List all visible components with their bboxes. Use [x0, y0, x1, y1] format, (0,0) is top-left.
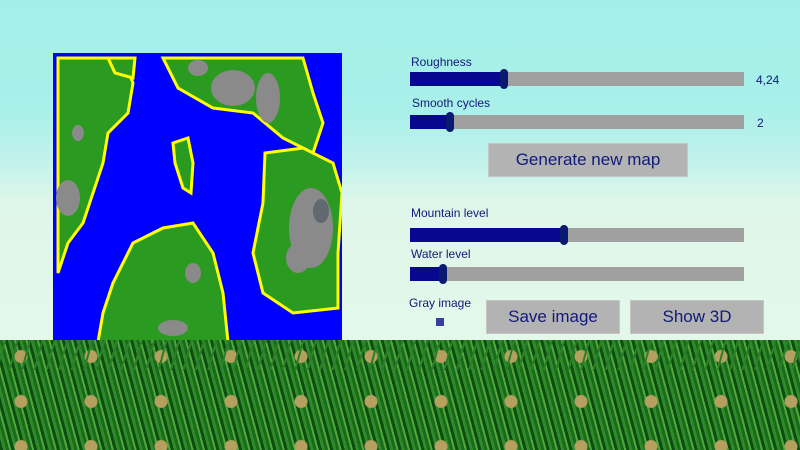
roughness-slider[interactable] [410, 69, 744, 89]
water-level-slider[interactable] [410, 264, 744, 284]
height-map-image [53, 53, 342, 342]
generate-new-map-button[interactable]: Generate new map [488, 143, 688, 177]
gray-image-label: Gray image [409, 296, 472, 310]
water-level-slider-thumb[interactable] [439, 264, 448, 284]
water-level-label: Water level [411, 247, 471, 261]
mountain-level-label: Mountain level [411, 206, 489, 220]
smooth-cycles-label: Smooth cycles [412, 96, 491, 110]
mountain-level-slider[interactable] [410, 225, 744, 245]
roughness-slider-thumb[interactable] [499, 69, 508, 89]
roughness-value: 4,24 [756, 73, 780, 87]
roughness-label: Roughness [411, 55, 472, 69]
smooth-cycles-slider-thumb[interactable] [446, 112, 455, 132]
smooth-cycles-value: 2 [757, 116, 764, 130]
gray-image-checkbox[interactable] [436, 318, 444, 326]
save-image-button[interactable]: Save image [486, 300, 620, 334]
smooth-cycles-slider[interactable] [410, 112, 744, 132]
grass-decoration [0, 340, 800, 450]
show-3d-button[interactable]: Show 3D [630, 300, 764, 334]
mountain-level-slider-thumb[interactable] [559, 225, 568, 245]
